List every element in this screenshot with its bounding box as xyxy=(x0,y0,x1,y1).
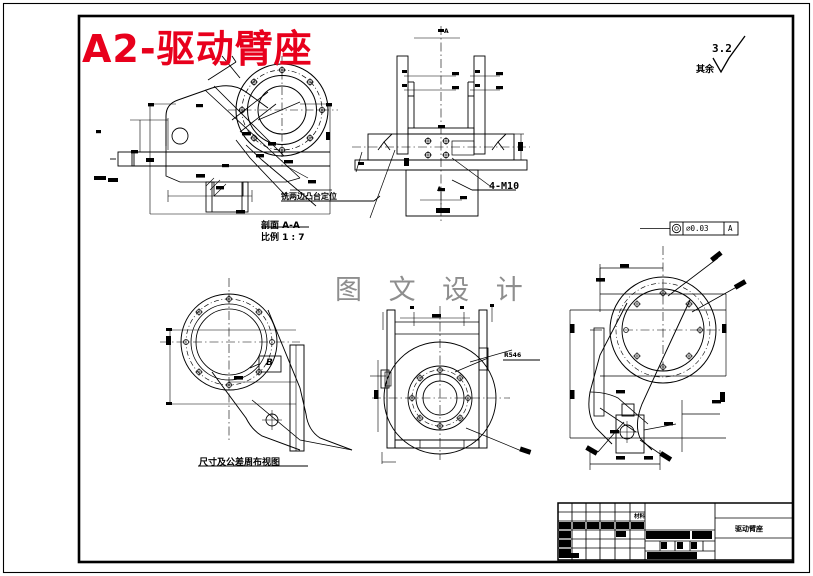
general-roughness-label: 其余 xyxy=(696,65,715,75)
tolerance-datum-text: A xyxy=(728,224,733,233)
view-front xyxy=(352,26,530,222)
title-block-filled-cells xyxy=(559,522,712,559)
section-label-text: 剖面 A-A xyxy=(261,221,300,231)
view-tolerance-distribution xyxy=(160,278,353,452)
scale-label-text: 比例 1 : 7 xyxy=(261,233,305,243)
view-dimensioned-side xyxy=(569,246,747,470)
general-roughness-value: 3.2 xyxy=(712,42,732,55)
view-plan-section xyxy=(370,304,532,464)
section-note-text: 铣两边凸台定位 xyxy=(281,192,337,201)
tolerance-value-text: ⌀0.03 xyxy=(686,224,709,233)
sheet-inner-frame xyxy=(77,14,795,564)
watermark-text: 图 文 设 计 xyxy=(335,275,532,306)
roughness-symbol xyxy=(712,35,746,74)
drawing-title: A2-驱动臂座 xyxy=(82,27,313,71)
section-letter-a-top: A xyxy=(444,28,449,35)
note-underline xyxy=(198,179,540,467)
tolerance-frame xyxy=(640,221,739,236)
title-block-material-cell: 材料 xyxy=(634,514,646,520)
view-section-a-a xyxy=(94,55,338,215)
bottom-left-caption: 尺寸及公差周布视图 xyxy=(199,458,281,468)
detail-letter-b: B xyxy=(266,358,273,368)
thread-callout-text: 4-M10 xyxy=(489,181,520,192)
section-letter-a-bottom: A xyxy=(437,186,442,193)
title-block-part-name: 驱动臂座 xyxy=(735,525,763,533)
title-block-grid xyxy=(558,503,793,560)
radius-note-text: R546 xyxy=(504,352,522,359)
title-block xyxy=(557,502,794,561)
